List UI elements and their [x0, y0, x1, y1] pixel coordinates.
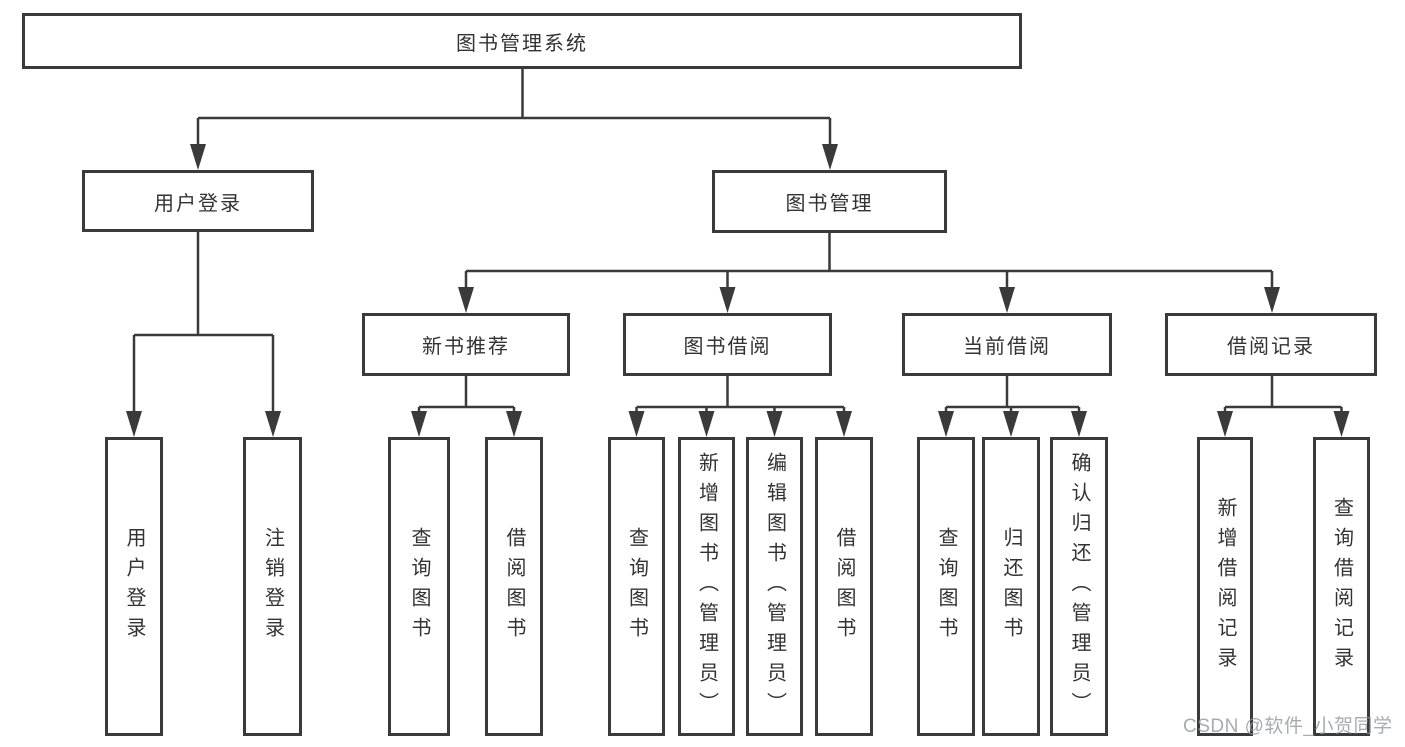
arrowhead-icon [822, 144, 838, 170]
node-label: 当前借阅 [963, 336, 1051, 358]
leaf-borrow-books: 借阅图书 [815, 437, 873, 736]
leaf-borrow-books-recommend: 借阅图书 [485, 437, 543, 736]
connector-new-book-children [417, 376, 516, 420]
watermark-text: CSDN @软件_小贺同学 [1183, 716, 1393, 737]
arrowhead-icon [1071, 411, 1087, 437]
arrowhead-icon [1264, 287, 1280, 313]
node-library-management-system: 图书管理系统 [22, 13, 1022, 69]
arrowhead-icon [766, 411, 783, 437]
leaf-query-books-current: 查询图书 [917, 437, 975, 736]
node-label: 查询图书 [935, 526, 957, 647]
node-label: 编辑图书（管理员） [763, 451, 786, 722]
arrowhead-icon [1003, 411, 1019, 437]
node-label: 新增图书（管理员） [695, 451, 718, 722]
arrowhead-icon [999, 287, 1015, 313]
connector-book-borrow-children [635, 376, 846, 420]
node-label: 借阅记录 [1227, 336, 1315, 358]
leaf-edit-book-admin: 编辑图书（管理员） [746, 437, 803, 736]
arrowhead-icon [265, 411, 281, 437]
node-new-book-recommend: 新书推荐 [362, 313, 570, 376]
node-label: 查询借阅记录 [1330, 496, 1353, 677]
arrowhead-icon [190, 144, 206, 170]
connector-borrow-records-children [1223, 376, 1343, 420]
node-label: 借阅图书 [503, 526, 525, 647]
arrowhead-icon [126, 411, 142, 437]
leaf-query-books-recommend: 查询图书 [388, 437, 450, 736]
node-label: 新增借阅记录 [1214, 496, 1236, 677]
node-label: 查询图书 [408, 526, 430, 647]
leaf-user-login: 用户登录 [105, 437, 163, 736]
leaf-confirm-return-admin: 确认归还（管理员） [1050, 437, 1108, 736]
node-book-management: 图书管理 [712, 170, 947, 233]
leaf-add-book-admin: 新增图书（管理员） [678, 437, 735, 736]
arrowhead-icon [458, 287, 474, 313]
leaf-add-borrow-record: 新增借阅记录 [1197, 437, 1253, 736]
arrowhead-icon [719, 287, 736, 313]
arrowhead-icons [126, 144, 1350, 437]
connector-user-login-children [132, 232, 275, 419]
node-label: 注销登录 [261, 526, 284, 647]
connector-root-to-level2 [196, 69, 832, 150]
node-book-borrow: 图书借阅 [623, 313, 832, 376]
arrowhead-icon [506, 411, 522, 437]
node-borrow-records: 借阅记录 [1165, 313, 1377, 376]
node-label: 用户登录 [154, 192, 242, 215]
node-label: 图书管理 [785, 193, 874, 215]
arrowhead-icon [698, 411, 715, 437]
node-label: 新书推荐 [422, 336, 510, 358]
arrowhead-icon [938, 411, 954, 437]
node-label: 归还图书 [1000, 526, 1022, 647]
leaf-query-books-borrow: 查询图书 [608, 437, 665, 736]
node-label: 图书借阅 [683, 336, 772, 358]
arrowhead-icon [628, 411, 645, 437]
leaf-query-borrow-record: 查询借阅记录 [1313, 437, 1370, 736]
node-label: 用户登录 [123, 526, 145, 647]
node-user-login: 用户登录 [82, 170, 314, 232]
connector-book-mgmt-children [464, 233, 1274, 295]
arrowhead-icon [836, 411, 852, 437]
node-label: 查询图书 [625, 526, 648, 647]
node-current-borrow: 当前借阅 [902, 313, 1112, 376]
arrowhead-icon [1217, 411, 1233, 437]
leaf-return-book: 归还图书 [982, 437, 1040, 736]
node-label: 图书管理系统 [456, 32, 588, 55]
arrowhead-icon [1333, 411, 1350, 437]
leaf-logout: 注销登录 [243, 437, 302, 736]
node-label: 确认归还（管理员） [1068, 451, 1090, 722]
arrowhead-icon [411, 411, 427, 437]
node-label: 借阅图书 [833, 526, 855, 647]
